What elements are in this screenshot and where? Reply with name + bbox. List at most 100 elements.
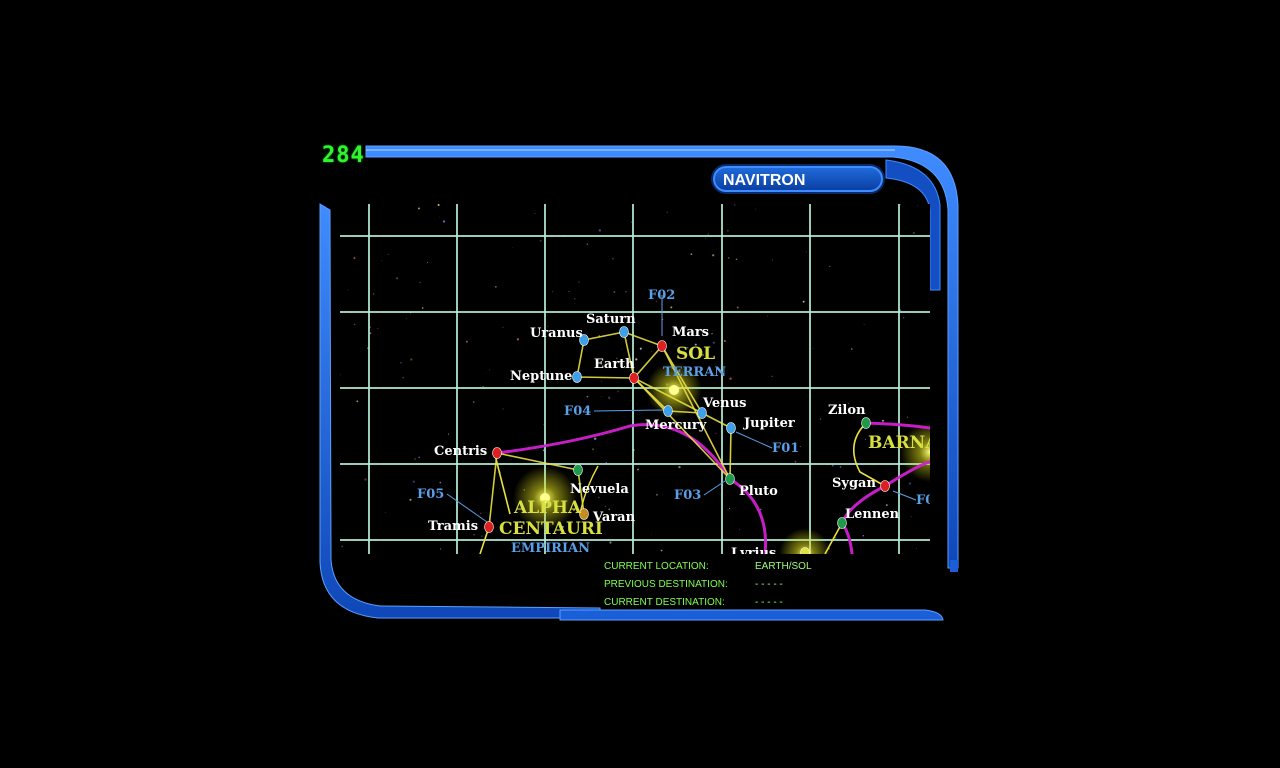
background-star <box>364 478 367 481</box>
current-location-value: EARTH/SOL <box>755 561 812 572</box>
background-star <box>723 340 726 342</box>
background-star <box>678 465 681 469</box>
system-label-sol: SOL <box>676 344 715 364</box>
planet-zilon[interactable] <box>861 417 871 429</box>
planet-label-varan: Varan <box>592 510 636 525</box>
background-star <box>736 306 739 309</box>
route-mars-pluto <box>661 345 731 480</box>
background-star <box>612 258 614 260</box>
background-star <box>439 548 442 550</box>
background-star <box>485 372 487 374</box>
planet-varan[interactable] <box>579 508 589 520</box>
waypoint-f01[interactable]: F01 <box>772 441 799 456</box>
planet-jupiter[interactable] <box>726 422 736 434</box>
waypoint-f02[interactable]: F02 <box>648 288 675 303</box>
planet-venus[interactable] <box>697 407 707 419</box>
background-star <box>369 332 372 334</box>
background-star <box>702 354 704 356</box>
background-star <box>473 534 475 536</box>
background-star <box>449 310 451 311</box>
waypoint-f0[interactable]: F0 <box>916 493 930 508</box>
waypoint-leader-f05 <box>446 493 488 523</box>
background-star <box>592 525 594 527</box>
background-star <box>829 265 831 268</box>
background-star <box>439 216 440 218</box>
background-star <box>604 505 607 508</box>
star-glow-lvrius <box>779 528 831 554</box>
planet-label-jupiter: Jupiter <box>743 416 795 431</box>
planet-label-neptune: Neptune <box>510 369 572 384</box>
current-destination-label: CURRENT DESTINATION: <box>604 597 725 608</box>
planet-label-tramis: Tramis <box>428 519 478 534</box>
planet-pluto[interactable] <box>725 473 735 485</box>
planet-lvrius[interactable] <box>800 547 810 555</box>
background-star <box>670 306 673 309</box>
planet-label-zilon: Zilon <box>828 403 866 418</box>
route-venus-jupiter <box>701 412 732 429</box>
background-star <box>372 293 375 295</box>
background-star <box>472 401 475 403</box>
planet-sygan[interactable] <box>880 480 890 492</box>
background-star <box>660 549 663 552</box>
waypoint-f03[interactable]: F03 <box>674 488 701 503</box>
background-star <box>699 338 701 339</box>
faction-label-terran: TERRAN <box>663 365 726 380</box>
background-star <box>502 408 504 410</box>
planet-uranus[interactable] <box>579 334 589 346</box>
planet-label-earth: Earth <box>594 357 635 372</box>
planet-label-pluto: Pluto <box>739 484 778 499</box>
background-star <box>601 395 602 397</box>
background-star <box>573 297 576 300</box>
background-star <box>353 257 356 260</box>
background-star <box>899 204 902 206</box>
background-star <box>419 281 421 284</box>
planet-mercury[interactable] <box>663 405 673 417</box>
planet-earth[interactable] <box>629 372 639 384</box>
hyperspace-route <box>864 421 930 430</box>
planet-centris[interactable] <box>492 447 502 459</box>
background-star <box>771 259 773 261</box>
previous-destination-value: - - - - - <box>755 579 783 590</box>
planet-tramis[interactable] <box>484 521 494 533</box>
planet-nevuela[interactable] <box>573 464 583 476</box>
background-star <box>729 507 731 509</box>
route-saturn-mars <box>623 331 663 347</box>
route-zilon-sygan <box>853 422 886 487</box>
alpha-centauri-star[interactable] <box>540 493 550 503</box>
planet-label-nevuela: Nevuela <box>570 482 629 497</box>
background-star <box>592 448 594 451</box>
background-star <box>586 395 589 398</box>
background-star <box>771 375 773 377</box>
background-star <box>867 402 868 404</box>
background-star <box>534 213 536 214</box>
background-star <box>917 205 918 207</box>
route-uranus-saturn <box>583 331 625 341</box>
waypoint-f04[interactable]: F04 <box>564 404 591 419</box>
background-star <box>353 323 356 326</box>
planet-saturn[interactable] <box>619 326 629 338</box>
background-star <box>799 446 801 448</box>
system-label-alpha: ALPHA <box>513 498 582 518</box>
sol-star[interactable] <box>669 385 679 395</box>
background-star <box>601 380 602 382</box>
background-star <box>594 437 597 440</box>
planet-neptune[interactable] <box>572 371 582 383</box>
background-star <box>516 338 520 341</box>
background-star <box>656 301 658 303</box>
background-star <box>805 251 807 253</box>
background-star <box>625 291 627 293</box>
background-star <box>502 326 504 328</box>
waypoint-f05[interactable]: F05 <box>417 487 444 502</box>
planet-label-centris: Centris <box>434 444 487 459</box>
background-star <box>385 512 386 513</box>
background-star <box>727 230 729 232</box>
hyperspace-route <box>495 423 732 481</box>
background-star <box>465 340 468 343</box>
hyperspace-route <box>883 460 930 488</box>
background-star <box>905 383 907 385</box>
planet-lennen[interactable] <box>837 517 847 529</box>
route-centris-tramis <box>488 452 498 528</box>
route-neptune-earth <box>576 376 635 379</box>
planet-mars[interactable] <box>657 340 667 352</box>
